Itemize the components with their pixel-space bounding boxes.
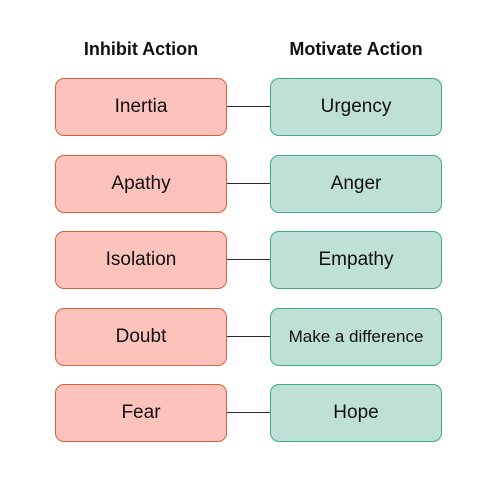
connector-line bbox=[227, 183, 270, 184]
motivate-label: Anger bbox=[330, 173, 382, 194]
connector-line bbox=[227, 106, 270, 107]
connector-line bbox=[227, 336, 270, 337]
motivate-label: Empathy bbox=[318, 249, 394, 270]
pair-row: Fear Hope bbox=[55, 384, 443, 444]
motivate-label: Make a difference bbox=[288, 327, 424, 346]
connector-line bbox=[227, 259, 270, 260]
pair-row: Doubt Make a difference bbox=[55, 308, 443, 368]
motivate-label: Urgency bbox=[320, 96, 392, 117]
motivate-box: Make a difference bbox=[270, 308, 442, 366]
inhibit-label: Isolation bbox=[105, 249, 177, 270]
inhibit-label: Inertia bbox=[114, 96, 168, 117]
inhibit-box: Fear bbox=[55, 384, 227, 442]
inhibit-box: Inertia bbox=[55, 78, 227, 136]
motivate-box: Hope bbox=[270, 384, 442, 442]
motivate-box: Empathy bbox=[270, 231, 442, 289]
motivate-box: Urgency bbox=[270, 78, 442, 136]
inhibit-box: Apathy bbox=[55, 155, 227, 213]
motivate-label: Hope bbox=[333, 402, 379, 423]
inhibit-box: Doubt bbox=[55, 308, 227, 366]
pair-row: Inertia Urgency bbox=[55, 78, 443, 138]
inhibit-box: Isolation bbox=[55, 231, 227, 289]
motivate-action-header: Motivate Action bbox=[289, 39, 423, 59]
inhibit-label: Apathy bbox=[111, 173, 171, 194]
inhibit-label: Doubt bbox=[115, 326, 167, 347]
motivate-box: Anger bbox=[270, 155, 442, 213]
inhibit-label: Fear bbox=[121, 402, 161, 423]
inhibit-action-header: Inhibit Action bbox=[83, 39, 199, 59]
pair-row: Apathy Anger bbox=[55, 155, 443, 215]
connector-line bbox=[227, 412, 270, 413]
pair-row: Isolation Empathy bbox=[55, 231, 443, 291]
